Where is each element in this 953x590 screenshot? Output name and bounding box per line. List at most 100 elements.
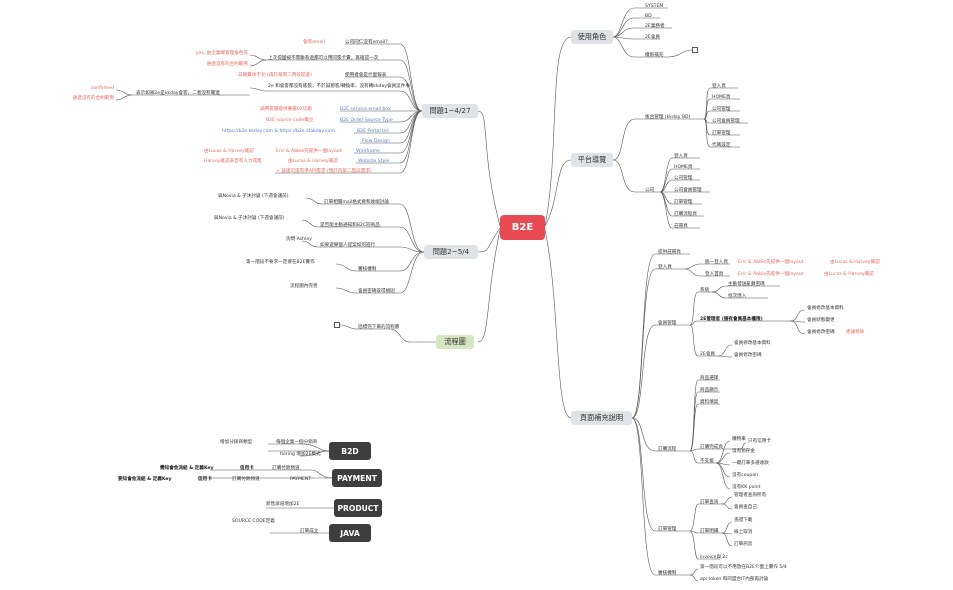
wire-root-roles [544,36,572,227]
pages-order-mgmt: 訂單管理 [658,527,677,532]
node-payment[interactable]: PAYMENT [332,469,382,487]
pages-login: 登入頁 [658,265,672,270]
q1-item-10-confirm: 由Lucas & Harvey確認 [288,159,338,164]
admin-item-1: 會員狀態變更 [807,318,835,323]
q1-item-10-harvey: Harvey確認表否有入力或無 [204,159,262,164]
flow-item: 話標完下單的流程圖 [358,325,400,330]
product-left: 新售屏道增加2E [266,502,300,507]
company-item-5: 訂購流程頁 [674,212,697,217]
q1-item-4-answer-2: 通過沒有的合約範例 [72,96,114,101]
root-node[interactable]: B2E [500,215,545,240]
q2-item-4: 會員密碼取得規則 [358,289,395,294]
admin-item-0: 會員修改基本資料 [807,306,844,311]
q1-item-7-url: https://b2e.kkday.com & https://b2e.stak… [222,129,335,134]
backend-item-1: HOME頁 [712,95,731,100]
pages-member: 會員管理 [658,321,677,326]
login-unified: 統一登入頁 [705,260,728,265]
q2-item-2: 如果遊樂個人提案如何進行 [320,243,376,248]
platform-company: 公司 [645,188,655,193]
backend-item-5: 代碼設定 [712,143,731,148]
order-invoice: invoice與 2c [700,555,728,560]
q1-item-4-answer: confirmed [90,86,114,91]
q1-item-2: 使用者會是什麼報表 [345,73,387,78]
order-search-item-1: 會員查自己 [734,505,757,510]
wire-root-platform [544,159,572,227]
backend-item-2: 公司管理 [712,107,731,112]
branch-platform[interactable]: 平台導覽 [571,153,613,167]
role-bd: BD [645,14,652,19]
node-b2d[interactable]: B2D [329,442,371,460]
unsupported-item-1: 沒有預存金 [732,449,755,454]
q2-item-1-note: 與Novia & 子沐討論 (下週會議前) [214,216,285,221]
q1-item-9-layout: Eric & Abbie先提供一個layout [276,149,342,154]
member-system-item-1: 批次匯入 [728,294,747,299]
java-left: SOURCE CODE定義 [232,519,275,524]
platform-backend: 後台管理 (kkday BD) [645,115,691,120]
q1-item-5-note: 調用客服提供專屬02信箱 [260,107,312,112]
pages-order-flow: 訂購流程 [658,447,677,452]
unsupported-item-4: 沒有KK point [732,485,761,490]
login-entry: 登入首頁 [705,272,724,277]
branch-flow[interactable]: 流程圖 [436,335,474,349]
node-product[interactable]: PRODUCT [334,499,382,517]
unsupported-item-3: 沒有coupon [732,473,759,478]
q1-item-1: 上次提國被不需聯系過都可以用同張卡費，再確認一次 [268,56,379,61]
backend-item-0: 登入頁 [712,84,726,89]
q1-item-0: 公司同仁沒有email? [345,40,388,45]
wire-root-q2 [477,227,501,253]
payment-extra: 訂購付款頻道 [232,477,260,482]
company-item-2: 公司管理 [674,176,693,181]
payment-mid-0: 信用卡 [240,466,254,471]
q1-item-1-answer-2: 通過沒有的合約範例 [206,62,248,67]
order-detail: 訂單明細 [700,529,719,534]
q1-item-8: Flow Design [362,139,390,144]
q1-item-9: Wireframe [356,149,380,154]
q1-item-3: 2e 和會客都沒有賬張，不於誠懇客/轉換率，沒有轉kkday會員這件事 [268,84,410,89]
branch-roles[interactable]: 使用角色 [571,30,613,44]
company-item-1: HOME頁 [674,165,693,170]
company-item-4: 訂單管理 [674,200,693,205]
login-entry-confirm: 由Lucas & Harvey確認 [824,272,874,277]
branch-q1[interactable]: 問題1~4/27 [422,104,478,118]
permission-note-square [692,47,698,53]
q1-item-7: B2E Portal Url [357,129,389,134]
node-java[interactable]: JAVA [329,524,371,542]
order-flow-item-3: 訂購完成頁 [700,445,723,450]
member-system: 系統 [700,288,710,293]
backend-item-4: 訂單管理 [712,131,731,136]
payment-left-0: 需知會金流組 & 定義Key [160,466,214,471]
java-right: 訂單成立 [300,529,319,534]
pages-register: 提供註冊頁 [658,250,681,255]
payment-right-1: PAYMENT [290,477,312,482]
admin-item-2: 會員修改密碼 [807,330,835,335]
b2d-item-1: tiering 增加2E模式 [280,452,321,457]
payment-mid-1: 信用卡 [198,477,212,482]
branch-q2[interactable]: 問題2~5/4 [424,245,478,259]
b2d-left: 增加分銷商類型 [220,440,253,445]
q2-item-2-note: 詢問 Ashley [286,237,312,242]
order-detail-item-2: 訂單訊息 [734,542,753,547]
role-permission: 權限補充 [645,53,664,58]
q1-item-1-answer: yes, 由企業端管理角色等 [195,51,248,56]
member-item-1: 會員修改密碼 [734,353,762,358]
wire-root-pages [544,229,572,419]
branch-pages[interactable]: 頁面補充說明 [571,411,632,425]
login-unified-confirm: 由Lucas & Harvey確認 [830,260,880,265]
admin-remove-note: 建議移除 [846,330,865,335]
backend-item-3: 公司會員管理 [712,119,740,124]
q1-item-0-answer: 會有email [303,40,325,45]
order-unsupported: 不支援 [700,459,714,464]
unsupported-item-2: 一鍵訂單多選收款 [732,461,769,466]
order-detail-item-1: 線上取消 [734,530,753,535]
unsupported-item-0: 購物車 [732,437,746,442]
q1-item-4: 表示如果2e是kkday會客，二者沒有關連 [136,91,220,96]
q1-item-6: B2E Order Source Type [340,118,393,123]
review-item-1: api token 和同盟合IT內部再討論 [700,577,769,582]
login-unified-layout: Eric & Abbie先提供一個layout [738,260,804,265]
q2-item-0-note: 與Novia & 子沐討論 (下週會議前) [218,194,289,199]
member-2e-member: 2E會員 [700,352,716,357]
order-flow-item-2: 資料填寫 [700,400,719,405]
order-search: 訂單查詢 [700,500,719,505]
review-item-0: 第一階段可以不用放在B2E介面上實作 5/4 [700,565,787,570]
